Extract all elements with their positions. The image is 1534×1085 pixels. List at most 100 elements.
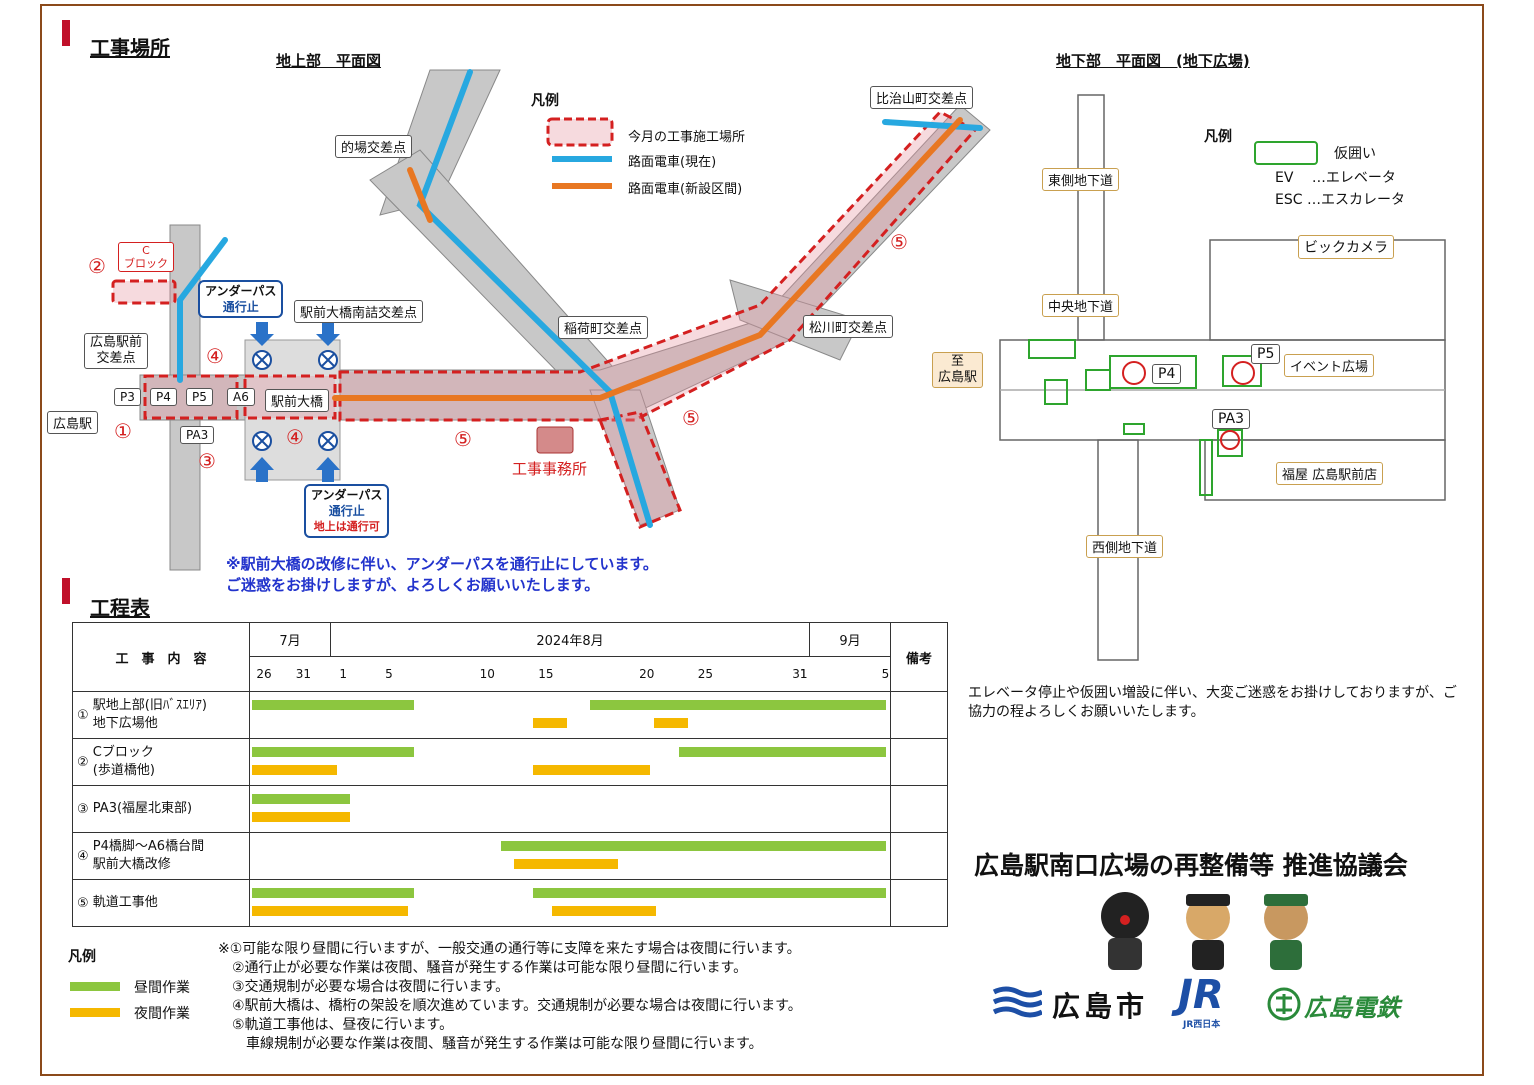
- day-tick-label: 31: [295, 667, 312, 681]
- label-station-front: 広島駅前 交差点: [84, 333, 149, 369]
- note-line: ※駅前大橋の改修に伴い、アンダーパスを通行止にしています。: [226, 555, 658, 573]
- label-fukuya: 福屋 広島駅前店: [1276, 462, 1384, 485]
- label-matsukawa: 松川町交差点: [803, 315, 894, 338]
- row-label: ③ PA3(福屋北東部): [72, 785, 250, 833]
- day-tick-label: 20: [639, 667, 655, 681]
- underpass-bottom-box: アンダーパス 通行止 地上は通行可: [304, 484, 390, 538]
- zone-c-block: [111, 279, 177, 305]
- row-label: ④ P4橋脚～A6橋台間 駅前大橋改修: [72, 832, 250, 880]
- pier-marker: [1231, 361, 1255, 385]
- underpass-closed: 通行止: [222, 300, 259, 314]
- map-legend-title: 凡例: [531, 93, 559, 109]
- legend-day-swatch: [70, 982, 120, 991]
- night-work-bar: [551, 906, 657, 916]
- label-p3: P3: [114, 388, 141, 406]
- row-label: ② Cブロック (歩道橋他): [72, 738, 250, 786]
- zone-2-number: ②: [88, 254, 106, 278]
- row-bars: [249, 879, 891, 927]
- header-month-jul: 7月: [249, 622, 331, 657]
- legend-tram-current-label: 路面電車(現在): [628, 155, 717, 170]
- row-number: ②: [77, 754, 89, 770]
- day-tick-label: 31: [792, 667, 808, 681]
- underpass-title: アンダーパス: [311, 488, 383, 502]
- row-text: Cブロック (歩道橋他): [92, 745, 155, 778]
- hiroshima-city-logo-icon: [992, 986, 1042, 1018]
- fence: [1123, 423, 1145, 435]
- council-title: 広島駅南口広場の再整備等 推進協議会: [974, 851, 1408, 880]
- zone-5-number: ⑤: [682, 406, 700, 430]
- label-station: 広島駅: [47, 411, 99, 434]
- row-number: ④: [77, 848, 89, 864]
- night-work-bar: [252, 812, 351, 822]
- zone-3-number: ③: [198, 449, 216, 473]
- label-matoba: 的場交差点: [335, 135, 413, 158]
- arrow-up-icon: [316, 457, 340, 482]
- page-frame: [40, 4, 1484, 1076]
- day-work-bar: [252, 747, 414, 757]
- arrow-up-icon: [250, 457, 274, 482]
- fence: [1028, 339, 1076, 359]
- schedule-section-title: 工程表: [90, 596, 150, 620]
- day-work-bar: [252, 700, 414, 710]
- label-event-plaza: イベント広場: [1284, 354, 1375, 377]
- day-work-bar: [252, 794, 351, 804]
- label-p4: P4: [150, 388, 177, 406]
- label-ug-p5: P5: [1251, 344, 1281, 364]
- day-tick-label: 5: [385, 667, 393, 681]
- above-ground-map: [111, 69, 991, 571]
- row-number: ③: [77, 801, 89, 817]
- bear-mascot-icon: [1101, 892, 1149, 970]
- day-work-bar: [590, 700, 886, 710]
- label-east-underpass: 東側地下道: [1042, 168, 1120, 191]
- arrow-down-icon: [250, 322, 274, 346]
- note-line: ③交通規制が必要な場合は夜間に行います。: [218, 979, 510, 995]
- underground-message: エレベータ停止や仮囲い増設に伴い、大変ご迷惑をお掛けしておりますが、ご協力の程よ…: [968, 685, 1457, 720]
- conductor-mascot-icon: [1186, 894, 1230, 970]
- note-line: ご迷惑をお掛けしますが、よろしくお願いいたします。: [226, 576, 600, 594]
- day-tick-label: 1: [339, 667, 347, 681]
- mascots: [1101, 892, 1308, 970]
- underpass-ground-ok: 地上は通行可: [313, 520, 380, 533]
- night-work-bar: [252, 906, 408, 916]
- row-text: 駅地上部(旧ﾊﾞｽｴﾘｱ) 地下広場他: [92, 698, 207, 731]
- label-p5: P5: [186, 388, 213, 406]
- underpass-closed: 通行止: [328, 504, 365, 518]
- legend-zone-label: 今月の工事施工場所: [628, 130, 746, 145]
- arrow-down-icon: [316, 322, 340, 346]
- fence: [1199, 439, 1213, 496]
- row-label: ① 駅地上部(旧ﾊﾞｽｴﾘｱ) 地下広場他: [72, 691, 250, 739]
- row-bars: [249, 785, 891, 833]
- day-work-bar: [252, 888, 414, 898]
- row-label: ⑤ 軌道工事他: [72, 879, 250, 927]
- legend-night-swatch: [70, 1008, 120, 1017]
- schedule-notes: ※①可能な限り昼間に行いますが、一般交通の通行等に支障を来たす場合は夜間に行いま…: [218, 940, 802, 1054]
- note-line: ②通行止が必要な作業は夜間、騒音が発生する作業は可能な限り昼間に行います。: [218, 960, 748, 976]
- night-work-bar: [252, 765, 338, 775]
- row-number: ①: [77, 707, 89, 723]
- label-west-underpass: 西側地下道: [1086, 535, 1164, 558]
- underpass-top-box: アンダーパス 通行止: [198, 280, 284, 318]
- city-name: 広島市: [1052, 990, 1149, 1023]
- fence: [1044, 379, 1068, 405]
- day-tick-label: 15: [538, 667, 554, 681]
- dentetsu-logo-icon: [1267, 987, 1301, 1021]
- day-work-bar: [532, 888, 886, 898]
- ug-legend-esc: ESC …エスカレータ: [1275, 192, 1405, 208]
- night-work-bar: [532, 765, 650, 775]
- label-bic-camera: ビックカメラ: [1298, 235, 1394, 259]
- label-office: 工事事務所: [512, 460, 588, 478]
- header-content: 工 事 内 容: [72, 622, 250, 692]
- ug-legend-ev: EV …エレベータ: [1275, 170, 1396, 186]
- label-ug-pa3: PA3: [1212, 409, 1251, 429]
- header-month-sep: 9月: [809, 622, 891, 657]
- label-pa3: PA3: [180, 426, 215, 444]
- row-text: P4橋脚～A6橋台間 駅前大橋改修: [92, 839, 205, 872]
- pier-marker: [1220, 430, 1240, 450]
- row-text: PA3(福屋北東部): [92, 801, 193, 816]
- night-work-bar: [532, 718, 567, 728]
- row-bars: [249, 832, 891, 880]
- office-marker: [536, 426, 574, 454]
- night-work-bar: [653, 718, 689, 728]
- tram-new-line: [332, 117, 963, 401]
- legend-night-label: 夜間作業: [134, 1006, 190, 1022]
